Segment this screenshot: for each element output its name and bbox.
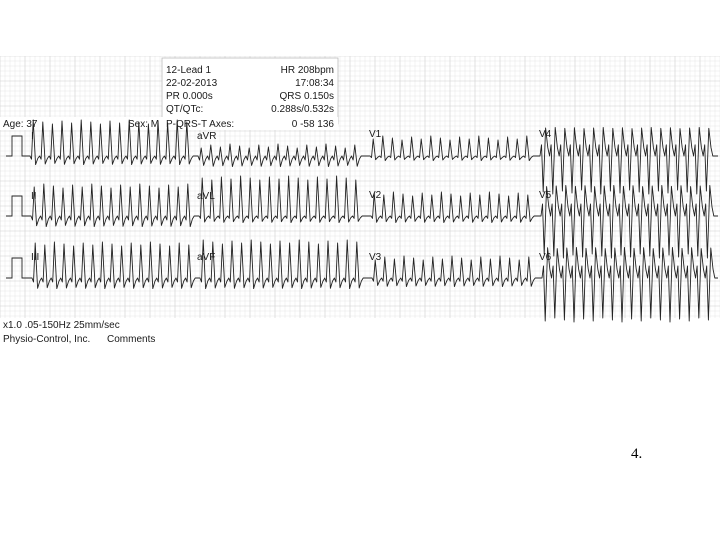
ecg-trace-V2 (368, 191, 538, 224)
lead-label-V4: V4 (539, 129, 552, 140)
lead-label-V6: V6 (539, 252, 552, 263)
lead-label-V3: V3 (369, 252, 382, 263)
ecg-trace-V6 (538, 246, 718, 323)
slide-number: 4. (631, 446, 643, 462)
header-box (161, 57, 339, 125)
lead-label-V5: V5 (539, 190, 552, 201)
ecg-grid (0, 56, 720, 318)
qt-value: 0.288s/0.532s (271, 104, 334, 115)
lead-label-V1: V1 (369, 129, 382, 140)
comments-label: Comments (107, 334, 155, 345)
lead-label-aVR: aVR (197, 131, 216, 142)
calibration-pulse (6, 135, 28, 157)
ecg-trace-V1 (368, 135, 538, 162)
report-time: 17:08:34 (295, 78, 334, 89)
ecg-trace-V4 (538, 126, 718, 195)
ecg-strip: 12-Lead 1 HR 208bpm 22-02-2013 17:08:34 … (0, 56, 720, 346)
ecg-trace-aVF (196, 239, 368, 290)
patient-row (0, 117, 338, 130)
footer-box (0, 318, 160, 346)
ecg-trace-V5 (538, 184, 718, 259)
calibration-pulse (6, 257, 28, 279)
pr-interval: PR 0.000s (166, 91, 213, 102)
lead-label-III: III (31, 252, 39, 263)
ecg-trace-V3 (368, 255, 538, 288)
ecg-trace-I (28, 119, 196, 166)
patient-age: Age: 37 (3, 119, 38, 130)
axes-value: 0 -58 136 (292, 119, 335, 130)
lead-label-I: I (31, 131, 34, 142)
lead-label-aVL: aVL (197, 191, 215, 202)
device-brand: Physio-Control, Inc. (3, 334, 90, 345)
axes-label: P-QRS-T Axes: (166, 119, 234, 130)
recording-settings: x1.0 .05-150Hz 25mm/sec (3, 320, 120, 331)
ecg-trace-III (28, 241, 196, 290)
qrs-duration: QRS 0.150s (280, 91, 334, 102)
calibration-pulse (6, 195, 28, 217)
lead-label-V2: V2 (369, 190, 382, 201)
qt-label: QT/QTc: (166, 104, 203, 115)
lead-label-aVF: aVF (197, 252, 215, 263)
report-title: 12-Lead 1 (166, 65, 211, 76)
patient-sex: Sex: M (128, 119, 159, 130)
lead-label-II: II (31, 191, 37, 202)
heart-rate: HR 208bpm (281, 65, 334, 76)
ecg-trace-II (28, 183, 196, 228)
ecg-trace-aVL (196, 175, 368, 224)
ecg-traces (6, 119, 718, 323)
ecg-trace-aVR (196, 143, 368, 168)
report-date: 22-02-2013 (166, 78, 218, 89)
